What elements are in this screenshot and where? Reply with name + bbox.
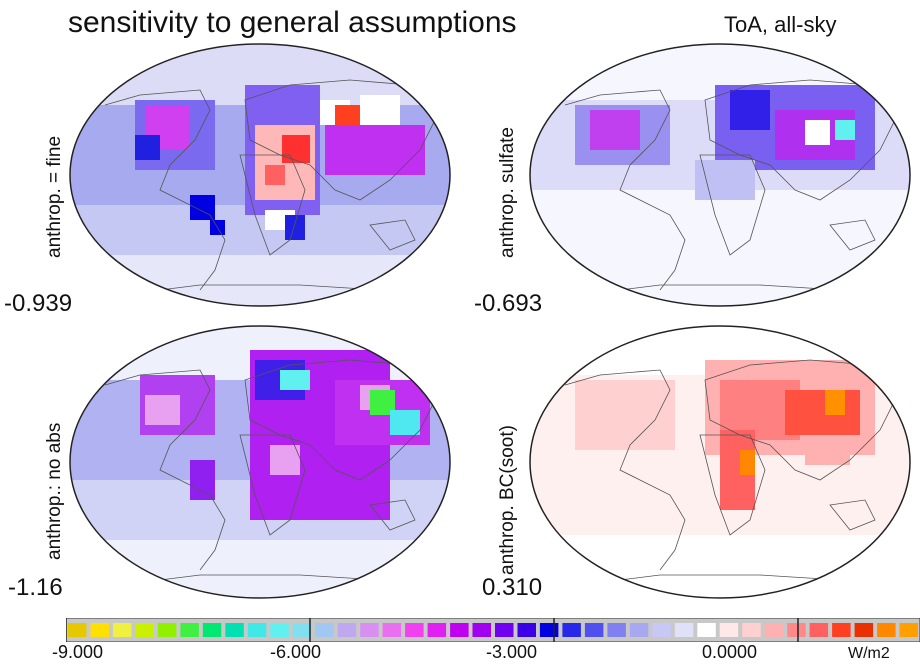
figure-subtitle: ToA, all-sky: [724, 12, 837, 37]
colorbar-swatch: [247, 623, 267, 637]
colorbar-swatch: [405, 623, 424, 637]
colorbar-swatch: [719, 623, 739, 637]
map-panel-anthrop-no-abs: [69, 325, 451, 599]
colorbar-swatch: [157, 623, 177, 637]
colorbar-swatch: [674, 623, 694, 637]
colorbar-swatch: [899, 623, 918, 637]
colorbar-swatch: [809, 623, 829, 637]
colorbar-unit: W/m2: [848, 645, 890, 662]
forcing-field: [530, 360, 910, 535]
figure-title: sensitivity to general assumptions: [68, 6, 517, 39]
colorbar-swatch: [539, 623, 559, 637]
colorbar: [66, 618, 920, 642]
colorbar-swatch: [584, 623, 604, 637]
colorbar-swatch: [450, 623, 469, 637]
colorbar-tick-label: -3.000: [486, 642, 538, 662]
forcing-field: [530, 85, 910, 200]
colorbar-swatch: [90, 623, 109, 637]
global-mean-value: -1.16: [8, 574, 63, 601]
colorbar-swatch: [697, 623, 716, 637]
colorbar-swatch: [202, 623, 222, 637]
colorbar-swatch: [270, 623, 289, 637]
colorbar-swatch: [877, 623, 896, 637]
colorbar-swatch: [337, 623, 357, 637]
map-panel-anthrop-bc-soot: [529, 325, 911, 599]
colorbar-swatch: [517, 623, 536, 637]
colorbar-swatch: [382, 623, 402, 637]
colorbar-swatch: [787, 623, 806, 637]
panel-label: anthrop.: no abs: [44, 422, 65, 560]
map-panel-anthrop-sulfate: [529, 43, 911, 307]
colorbar-swatch: [742, 623, 761, 637]
panel-label: anthrop. = fine: [44, 135, 65, 258]
colorbar-swatch: [832, 623, 851, 637]
colorbar-tick-label: -6.000: [270, 642, 322, 662]
colorbar-swatch: [427, 623, 447, 637]
colorbar-swatch: [292, 623, 312, 637]
colorbar-swatch: [652, 623, 671, 637]
global-mean-value: -0.939: [4, 290, 73, 317]
colorbar-swatch: [495, 623, 514, 637]
colorbar-tick-label: 0.0000: [702, 642, 758, 662]
colorbar-swatch: [225, 623, 244, 637]
colorbar-swatch: [764, 623, 784, 637]
colorbar-swatch: [135, 623, 154, 637]
colorbar-swatch: [562, 623, 581, 637]
colorbar-swatch: [854, 623, 874, 637]
global-mean-value: -0.693: [474, 290, 543, 317]
colorbar-swatch: [315, 623, 334, 637]
forcing-field: [70, 350, 450, 540]
map-panel-anthrop-fine: [69, 43, 451, 307]
global-mean-value: 0.310: [482, 574, 543, 601]
colorbar-tick-label: -9.000: [52, 642, 104, 662]
colorbar-swatch: [472, 623, 491, 637]
colorbar-swatch: [360, 623, 379, 637]
colorbar-swatch: [68, 623, 87, 637]
panel-label: anthrop. BC(soot): [497, 425, 518, 575]
panel-label: anthrop. sulfate: [497, 127, 518, 258]
colorbar-swatch: [180, 623, 199, 637]
colorbar-swatch: [607, 623, 626, 637]
colorbar-swatch: [112, 623, 132, 637]
colorbar-swatch: [629, 623, 649, 637]
